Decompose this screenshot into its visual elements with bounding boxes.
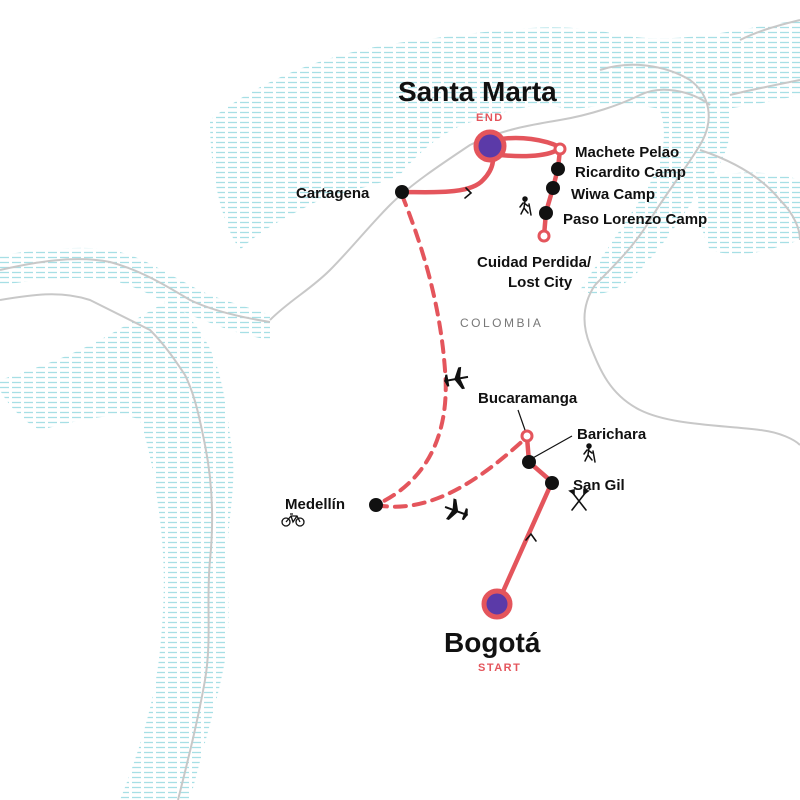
stop-dots — [369, 162, 565, 512]
hiking-icon — [583, 443, 596, 463]
marker-bucaramanga[interactable] — [520, 429, 534, 443]
lost-city-label-line1: Cuidad Perdida/ — [477, 254, 592, 271]
bucaramanga-label: Bucaramanga — [478, 390, 578, 407]
cartagena-label: Cartagena — [296, 185, 370, 202]
lost-city-label-line2: Lost City — [508, 274, 573, 291]
marker-wiwa-camp — [546, 181, 560, 195]
marker-medellin — [369, 498, 383, 512]
route-bogota-sangil — [494, 479, 555, 608]
borders — [0, 19, 800, 800]
marker-lost-city[interactable] — [537, 229, 551, 243]
wiwa-camp-label: Wiwa Camp — [571, 186, 655, 203]
marker-bogota[interactable] — [481, 588, 513, 620]
ground-routes — [399, 135, 563, 608]
san-gil-label: San Gil — [573, 477, 625, 494]
start-tag: START — [478, 662, 521, 674]
marker-ricardito-camp — [551, 162, 565, 176]
coast-hatching — [0, 20, 800, 800]
cycling-icon — [281, 513, 305, 527]
bucaramanga-leader — [517, 409, 526, 431]
machete-pelao-label: Machete Pelao — [575, 144, 679, 161]
barichara-label: Barichara — [577, 426, 647, 443]
flight-medellin-bucaramanga — [374, 435, 529, 509]
flight-cartagena-medellin — [374, 193, 448, 507]
flight-routes — [374, 193, 529, 509]
ricardito-camp-label: Ricardito Camp — [575, 164, 686, 181]
hiking-icon — [519, 196, 532, 216]
paso-lorenzo-camp-label: Paso Lorenzo Camp — [563, 211, 707, 228]
direction-arrows — [464, 187, 537, 542]
arrow-cartagena — [464, 187, 473, 199]
bogota-label: Bogotá — [444, 627, 541, 658]
marker-santa-marta[interactable] — [473, 129, 507, 163]
plane-icon — [444, 366, 469, 390]
country-label: COLOMBIA — [460, 316, 543, 330]
marker-cartagena — [395, 185, 409, 199]
marker-san-gil — [545, 476, 559, 490]
rafting-icon — [568, 488, 590, 511]
marker-paso-lorenzo-camp — [539, 206, 553, 220]
plane-icon — [444, 498, 468, 521]
barichara-leader — [530, 435, 573, 460]
arrow-bogota — [525, 532, 537, 542]
santa-marta-label: Santa Marta — [398, 76, 557, 107]
marker-machete-pelao[interactable] — [553, 142, 567, 156]
end-tag: END — [476, 112, 504, 124]
medellin-label: Medellín — [285, 496, 345, 513]
